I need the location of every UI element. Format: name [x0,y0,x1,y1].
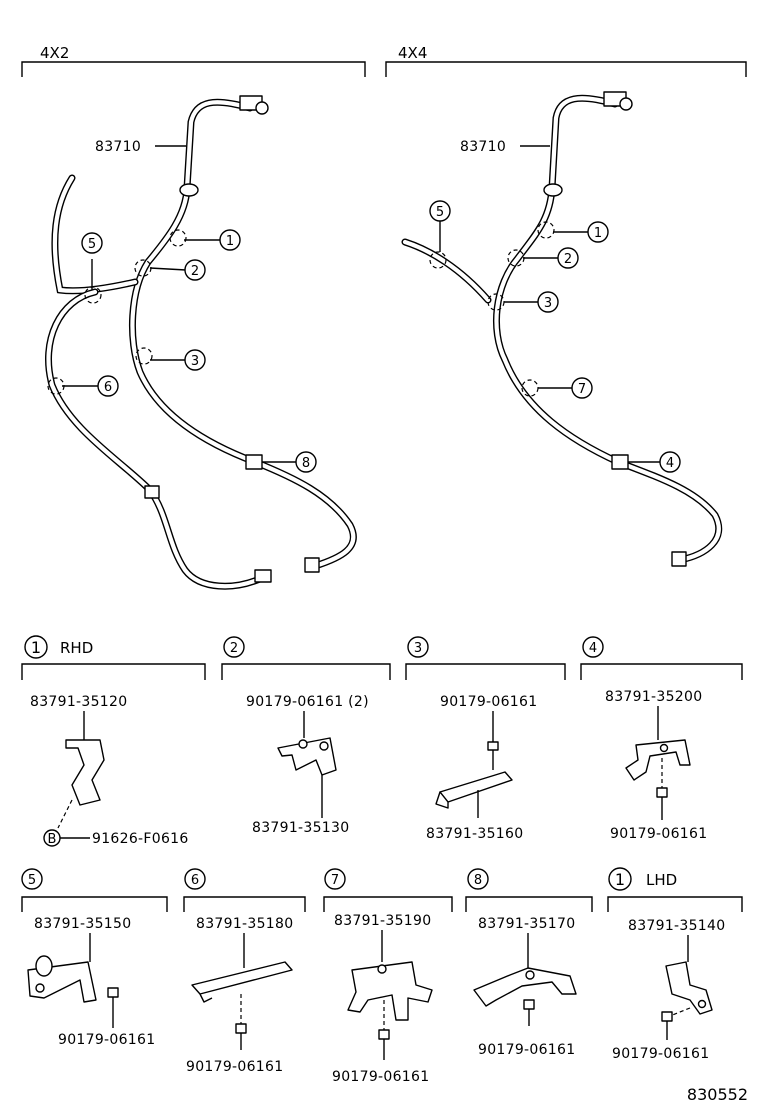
detail-8-part-a: 83791-35170 [478,916,575,932]
hose-assembly-4x2: 83710 [45,95,357,590]
callout-right-2: 2 [564,252,572,267]
detail-1-rhd: 1 RHD 83791-35120 B 91626-F0616 [21,635,206,847]
detail-3-part-a: 90179-06161 [440,694,537,710]
detail-2-number: 2 [230,641,238,656]
detail-6: 6 83791-35180 90179-06161 [183,868,306,1075]
detail-8-part-b: 90179-06161 [478,1042,575,1058]
detail-7: 7 83791-35190 90179-06161 [323,868,453,1085]
figure-id: 830552 [687,1085,748,1104]
detail-6-part-b: 90179-06161 [186,1059,283,1075]
detail-5-part-a: 83791-35150 [34,916,131,932]
callout-left-6: 6 [104,380,112,395]
detail-1-lhd: 1 LHD 83791-35140 90179-06161 [607,867,743,1062]
callout-right-5: 5 [436,205,444,220]
detail-5-number: 5 [28,873,36,888]
detail-1-lhd-number: 1 [615,870,625,889]
detail-8-number: 8 [474,873,482,888]
callout-right-1: 1 [594,226,602,241]
detail-8: 8 83791-35170 90179-06161 [465,868,593,1058]
section-4x2-label: 4X2 [40,44,69,62]
callout-right-7: 7 [578,382,586,397]
detail-4-part-b: 90179-06161 [610,826,707,842]
detail-4-part-a: 83791-35200 [605,689,702,705]
callout-left-5: 5 [88,237,96,252]
callout-left-3: 3 [191,354,199,369]
hose-part-number-right: 83710 [460,139,506,155]
callout-right-3: 3 [544,296,552,311]
detail-6-part-a: 83791-35180 [196,916,293,932]
detail-6-number: 6 [191,873,199,888]
detail-7-number: 7 [331,873,339,888]
section-4x4: 4X4 [385,44,747,77]
detail-3-number: 3 [414,641,422,656]
detail-5: 5 83791-35150 90179-06161 [21,868,168,1048]
hose-part-number-left: 83710 [95,139,141,155]
callout-left-8: 8 [302,456,310,471]
callout-right-4: 4 [666,456,674,471]
callouts-4x2: 1 2 5 3 6 8 [81,229,317,473]
section-4x2: 4X2 [21,44,366,77]
detail-1-rhd-suffix: RHD [60,639,93,657]
detail-4-number: 4 [589,641,597,656]
detail-3: 3 90179-06161 83791-35160 [405,636,566,842]
section-4x4-label: 4X4 [398,44,427,62]
detail-1-rhd-part-a: 83791-35120 [30,694,127,710]
detail-1-lhd-part-a: 83791-35140 [628,918,725,934]
detail-7-part-a: 83791-35190 [334,913,431,929]
detail-3-part-b: 83791-35160 [426,826,523,842]
detail-1-rhd-part-b: 91626-F0616 [92,831,189,847]
detail-2-part-a: 90179-06161 (2) [246,694,369,710]
detail-1-lhd-suffix: LHD [646,871,677,889]
callouts-4x4: 5 1 2 3 7 4 [429,200,681,473]
detail-7-part-b: 90179-06161 [332,1069,429,1085]
detail-1-lhd-part-b: 90179-06161 [612,1046,709,1062]
detail-2-part-b: 83791-35130 [252,820,349,836]
detail-1-rhd-number: 1 [31,638,41,657]
callout-left-1: 1 [226,234,234,249]
detail-5-part-b: 90179-06161 [58,1032,155,1048]
detail-4: 4 83791-35200 90179-06161 [580,636,743,842]
detail-1-rhd-subref: B [48,832,57,847]
detail-2: 2 90179-06161 (2) 83791-35130 [221,636,391,836]
hose-assembly-4x4: 83710 [401,91,723,567]
callout-left-2: 2 [191,264,199,279]
